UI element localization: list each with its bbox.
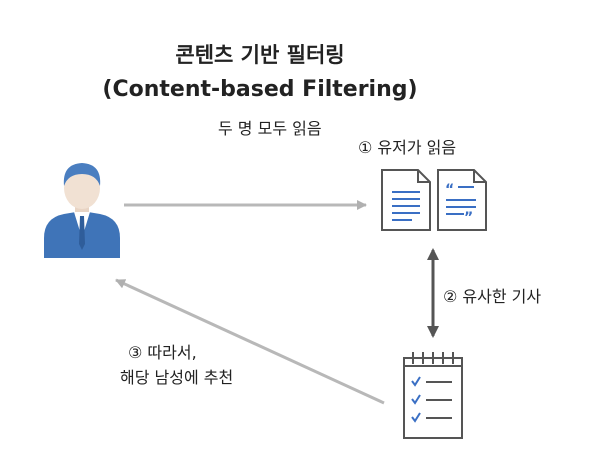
notepad-list-icon — [403, 352, 463, 439]
step1-label: ① 유저가 읽음 — [358, 138, 457, 157]
svg-text:“: “ — [445, 182, 454, 198]
step2-label: ② 유사한 기사 — [443, 287, 542, 306]
diagram-subtitle: (Content-based Filtering) — [102, 77, 418, 102]
step3-label-line1: ③ 따라서, — [128, 343, 197, 362]
document-icon — [381, 169, 431, 231]
step3-label-line2: 해당 남성에 추천 — [120, 368, 234, 387]
quote-document-icon: “ ” — [437, 169, 487, 231]
diagram-title: 콘텐츠 기반 필터링 — [175, 43, 345, 67]
svg-text:”: ” — [464, 210, 473, 226]
person-icon — [44, 163, 120, 258]
both-read-label: 두 명 모두 읽음 — [218, 119, 322, 138]
recommend-arrow — [115, 278, 385, 405]
